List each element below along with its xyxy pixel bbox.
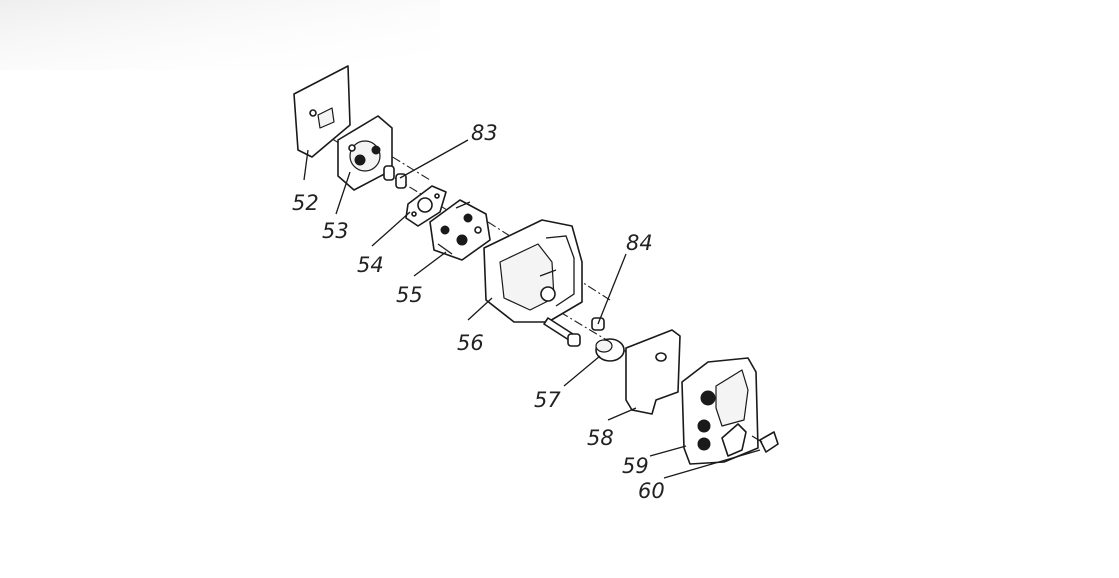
part-53-spacer — [337, 115, 407, 191]
part-59-cover — [681, 357, 759, 465]
part-57-grommet — [595, 338, 625, 362]
leader-lines — [303, 139, 761, 479]
label-59: 59 — [622, 454, 649, 478]
label-56: 56 — [457, 331, 484, 355]
part-60-knob — [751, 431, 779, 453]
label-52: 52 — [292, 191, 319, 215]
part-55-carburetor — [429, 199, 491, 261]
label-57: 57 — [534, 388, 561, 412]
background-smudge — [0, 0, 440, 70]
part-58-filter — [625, 329, 681, 415]
part-labels: 52 53 54 55 56 57 58 59 60 83 84 — [292, 121, 665, 503]
label-83: 83 — [471, 121, 498, 145]
part-56-filter-base — [483, 219, 583, 323]
part-54-gasket — [405, 185, 447, 227]
label-60: 60 — [638, 479, 665, 503]
label-54: 54 — [357, 253, 384, 277]
part-52-plate — [293, 65, 351, 158]
label-58: 58 — [587, 426, 614, 450]
label-84: 84 — [626, 231, 653, 255]
label-55: 55 — [396, 283, 423, 307]
screws — [543, 317, 605, 347]
label-53: 53 — [322, 219, 349, 243]
